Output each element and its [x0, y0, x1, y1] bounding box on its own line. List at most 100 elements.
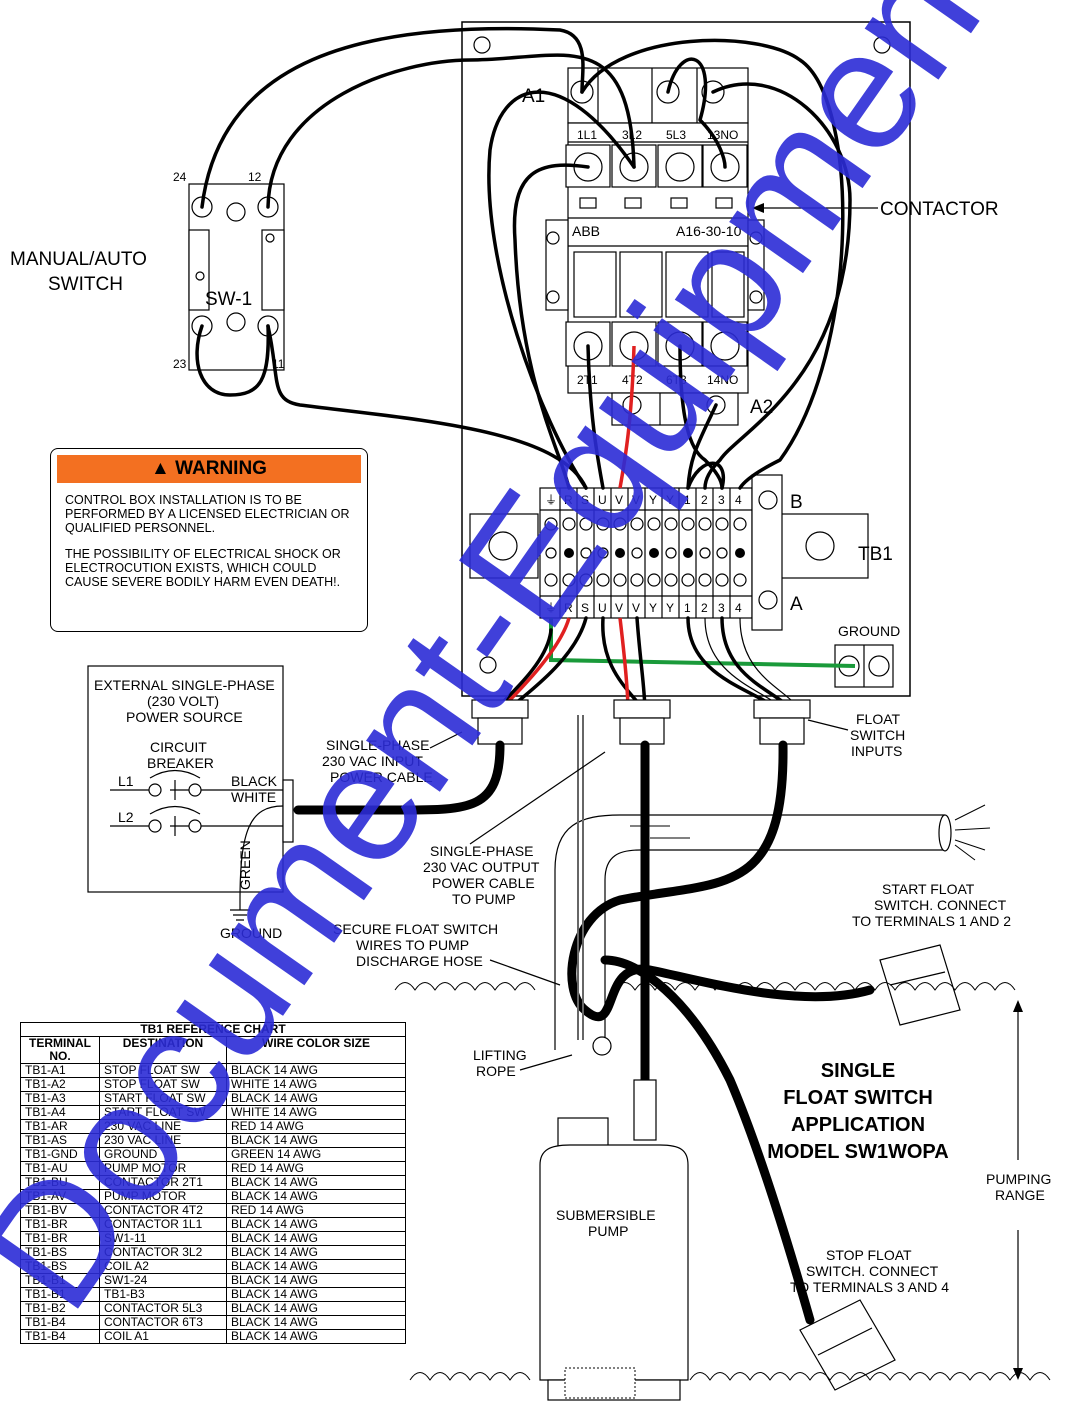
input-cable-callout: SINGLE-PHASE 230 VAC INPUT POWER CABLE [322, 737, 433, 785]
wire-color-cell: GREEN 14 AWG [226, 1147, 406, 1162]
terminal-cell: TB1-AU [20, 1161, 100, 1176]
wire-color-cell: RED 14 AWG [226, 1161, 406, 1176]
svg-text:U: U [598, 601, 607, 615]
terminal-cell: TB1-AS [20, 1133, 100, 1148]
wire-color-cell: BLACK 14 AWG [226, 1245, 406, 1260]
wire-color-cell: BLACK 14 AWG [226, 1273, 406, 1288]
terminal-screws-upper [544, 517, 747, 531]
contactor-bottom-screws [565, 321, 748, 367]
wire-color-cell: RED 14 AWG [226, 1119, 406, 1134]
destination-cell: 230 VAC LINE [99, 1119, 227, 1134]
terminal-cell: TB1-BR [20, 1231, 100, 1246]
svg-text:R: R [564, 601, 573, 615]
reference-chart-header-destination: DESTINATION [99, 1036, 227, 1064]
svg-text:WIRES TO PUMP: WIRES TO PUMP [356, 937, 469, 953]
water-line-lower [409, 1372, 1051, 1381]
contactor-a1 [545, 67, 765, 426]
power-source-box [87, 665, 294, 921]
svg-text:APPLICATION: APPLICATION [791, 1114, 925, 1136]
contactor-bottom-terminal-1: 2T1 [577, 373, 598, 387]
svg-text:SUBMERSIBLE: SUBMERSIBLE [556, 1207, 656, 1223]
destination-cell: SW1-11 [99, 1231, 227, 1246]
terminal-cell: TB1-AV [20, 1189, 100, 1204]
destination-cell: CONTACTOR 2T1 [99, 1175, 227, 1190]
svg-text:2: 2 [701, 493, 708, 507]
power-source-line3: POWER SOURCE [126, 709, 243, 725]
contactor-brand: ABB [572, 223, 600, 239]
destination-cell: CONTACTOR 1L1 [99, 1217, 227, 1232]
switch-label-line2: SWITCH [48, 274, 123, 295]
secure-wires-callout: SECURE FLOAT SWITCH WIRES TO PUMP DISCHA… [333, 921, 498, 969]
warning-triangle-icon: ▲ [151, 458, 170, 479]
output-cable-callout: SINGLE-PHASE 230 VAC OUTPUT POWER CABLE … [423, 843, 540, 907]
destination-cell: CONTACTOR 3L2 [99, 1245, 227, 1260]
terminal-cell: TB1-A4 [20, 1105, 100, 1120]
wire-color-cell: BLACK 14 AWG [226, 1091, 406, 1106]
destination-cell: START FLOAT SW [99, 1091, 227, 1106]
svg-text:R: R [564, 493, 573, 507]
terminal-block-tb1 [539, 474, 783, 631]
svg-text:V: V [632, 493, 640, 507]
wire-color-cell: BLACK 14 AWG [226, 1329, 406, 1344]
terminal-cell: TB1-BV [20, 1203, 100, 1218]
external-cables [293, 740, 875, 1325]
destination-cell: SW1-24 [99, 1273, 227, 1288]
contactor-indicator-slots [579, 197, 733, 209]
cable-glands [471, 699, 811, 745]
warning-label: ▲ WARNING CONTROL BOX INSTALLATION IS TO… [50, 448, 368, 632]
svg-text:S: S [581, 601, 589, 615]
white-wire-label: WHITE [231, 789, 276, 805]
svg-text:V: V [615, 601, 623, 615]
svg-text:SECURE FLOAT SWITCH: SECURE FLOAT SWITCH [333, 921, 498, 937]
wire-color-cell: BLACK 14 AWG [226, 1133, 406, 1148]
svg-text:SINGLE-PHASE: SINGLE-PHASE [430, 843, 533, 859]
terminal-cell: TB1-BS [20, 1245, 100, 1260]
wire-color-cell: RED 14 AWG [226, 1203, 406, 1218]
panel-mount-screws [473, 36, 891, 674]
tb1-terminal-labels-top: ⏚ R S U V V Y Y 1 2 3 4 [545, 493, 742, 507]
svg-text:INPUTS: INPUTS [851, 743, 902, 759]
breaker-line2: BREAKER [147, 755, 214, 771]
svg-text:TO TERMINALS 3 AND 4: TO TERMINALS 3 AND 4 [790, 1279, 949, 1295]
power-source-line2: (230 VOLT) [147, 693, 219, 709]
destination-cell: 230 VAC LINE [99, 1133, 227, 1148]
svg-text:PUMPING: PUMPING [986, 1171, 1051, 1187]
l1-label: L1 [118, 773, 134, 789]
terminal-cell: TB1-BU [20, 1175, 100, 1190]
stop-float-switch [799, 1299, 896, 1391]
svg-text:U: U [598, 493, 607, 507]
lifting-rope-callout: LIFTING ROPE [473, 1047, 527, 1079]
svg-text:⏚: ⏚ [545, 601, 557, 615]
wire-color-cell: BLACK 14 AWG [226, 1189, 406, 1204]
svg-text:SWITCH: SWITCH [850, 727, 905, 743]
terminal-cell: TB1-A1 [20, 1063, 100, 1078]
switch-terminal-24: 24 [173, 170, 187, 184]
svg-text:ROPE: ROPE [476, 1063, 516, 1079]
svg-text:2: 2 [701, 601, 708, 615]
warning-title: WARNING [175, 458, 267, 479]
destination-cell: COIL A1 [99, 1329, 227, 1344]
destination-cell: GROUND [99, 1147, 227, 1162]
contactor-top-terminal-3: 5L3 [666, 128, 686, 142]
wire-color-cell: BLACK 14 AWG [226, 1259, 406, 1274]
power-source-line1: EXTERNAL SINGLE-PHASE [94, 677, 275, 693]
wire-color-cell: WHITE 14 AWG [226, 1105, 406, 1120]
svg-text:DISCHARGE HOSE: DISCHARGE HOSE [356, 953, 483, 969]
svg-text:4: 4 [735, 601, 742, 615]
contactor-designator: A1 [522, 86, 545, 107]
terminal-cell: TB1-AR [20, 1119, 100, 1134]
switch-designator: SW-1 [205, 289, 252, 310]
svg-text:Y: Y [649, 601, 657, 615]
terminal-cell: TB1-GND [20, 1147, 100, 1162]
contactor-bottom-terminal-3: 6T3 [666, 373, 687, 387]
